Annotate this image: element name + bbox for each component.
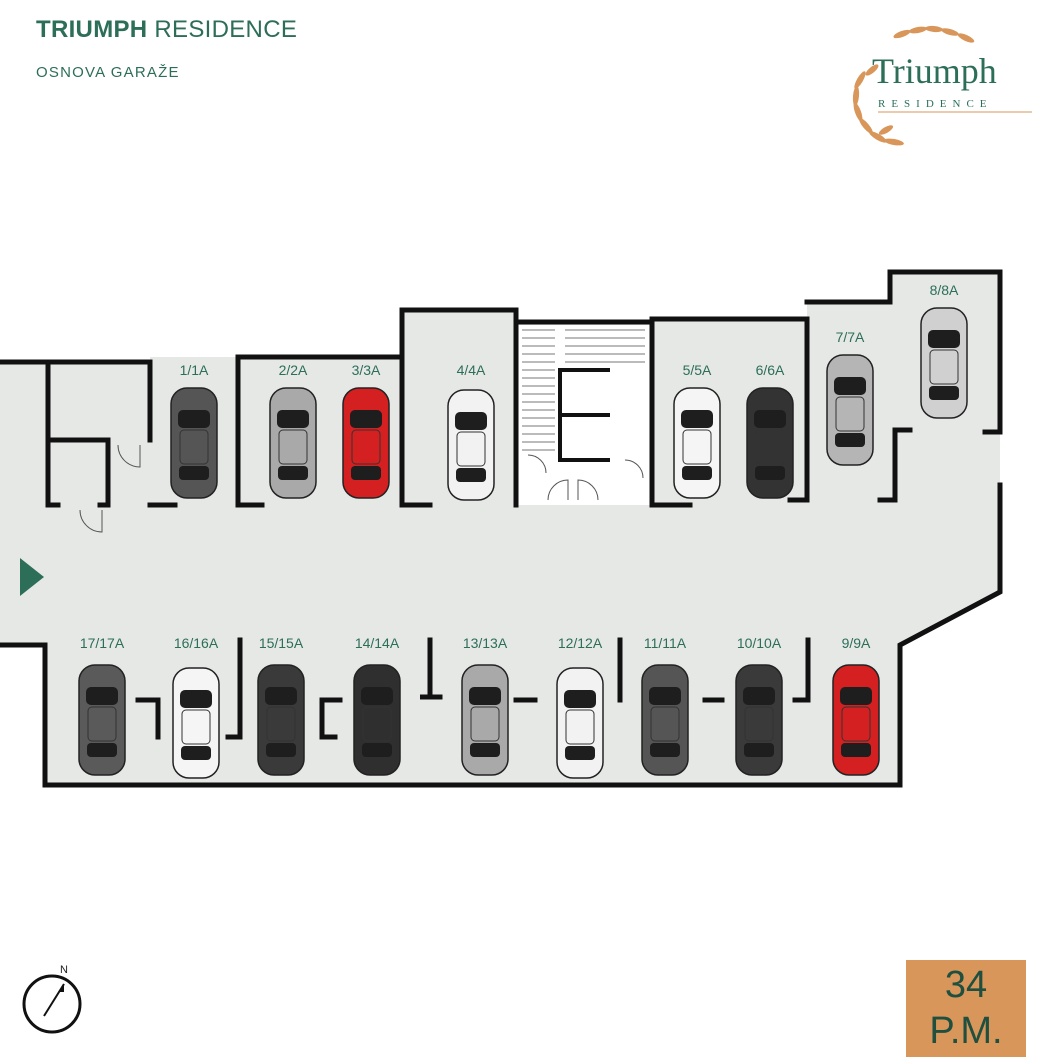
top-divider bbox=[147, 354, 265, 508]
stair-treads bbox=[522, 329, 645, 451]
brand-logo: Triumph RESIDENCE bbox=[842, 20, 1037, 160]
car-11 bbox=[641, 664, 689, 776]
car-9 bbox=[832, 664, 880, 776]
title-light: RESIDENCE bbox=[154, 16, 298, 43]
spot-count: 34 bbox=[944, 964, 988, 1006]
spot-unit: P.M. bbox=[929, 1010, 1003, 1052]
car-2 bbox=[269, 387, 317, 499]
spot-label-12: 12/12A bbox=[557, 635, 603, 651]
entrance-arrow-icon bbox=[20, 558, 44, 596]
spot-label-9: 9/9A bbox=[841, 635, 871, 651]
car-10 bbox=[735, 664, 783, 776]
compass-north-label: N bbox=[60, 964, 68, 976]
car-15 bbox=[257, 664, 305, 776]
car-3 bbox=[342, 387, 390, 499]
spot-label-8: 8/8A bbox=[929, 282, 959, 298]
spot-label-3: 3/3A bbox=[351, 362, 381, 378]
compass-icon bbox=[22, 974, 82, 1034]
service-wall bbox=[45, 362, 111, 508]
car-7 bbox=[826, 354, 874, 466]
car-8 bbox=[920, 307, 968, 419]
spot-label-14: 14/14A bbox=[354, 635, 400, 651]
car-13 bbox=[461, 664, 509, 776]
car-14 bbox=[353, 664, 401, 776]
spot-label-17: 17/17A bbox=[79, 635, 125, 651]
spot-label-4: 4/4A bbox=[456, 362, 486, 378]
car-6 bbox=[746, 387, 794, 499]
spot-label-7: 7/7A bbox=[835, 329, 865, 345]
spot-label-1: 1/1A bbox=[179, 362, 209, 378]
door-arcs bbox=[79, 444, 644, 533]
car-17 bbox=[78, 664, 126, 776]
spot-label-16: 16/16A bbox=[173, 635, 219, 651]
car-1 bbox=[170, 387, 218, 499]
car-12 bbox=[556, 667, 604, 779]
service-room bbox=[0, 365, 45, 505]
page-subtitle: OSNOVA GARAŽE bbox=[36, 64, 180, 81]
car-5 bbox=[673, 387, 721, 499]
spot-label-15: 15/15A bbox=[258, 635, 304, 651]
stair-wall bbox=[558, 368, 610, 462]
spot-label-11: 11/11A bbox=[643, 635, 687, 651]
bottom-divider bbox=[135, 637, 811, 740]
outer-wall bbox=[0, 269, 1003, 788]
top-divider bbox=[787, 427, 913, 503]
spot-label-2: 2/2A bbox=[278, 362, 308, 378]
spot-label-13: 13/13A bbox=[462, 635, 508, 651]
car-4 bbox=[447, 389, 495, 501]
spot-label-5: 5/5A bbox=[682, 362, 712, 378]
spot-label-10: 10/10A bbox=[736, 635, 782, 651]
spot-label-6: 6/6A bbox=[755, 362, 785, 378]
logo-name: Triumph bbox=[872, 51, 997, 91]
title-bold: TRIUMPH bbox=[36, 16, 148, 43]
spot-count-badge: 34 P.M. bbox=[906, 960, 1026, 1057]
logo-subtitle: RESIDENCE bbox=[878, 98, 993, 110]
wheat-wreath-icon bbox=[852, 25, 1032, 146]
car-16 bbox=[172, 667, 220, 779]
page-title: TRIUMPH RESIDENCE bbox=[36, 16, 297, 44]
